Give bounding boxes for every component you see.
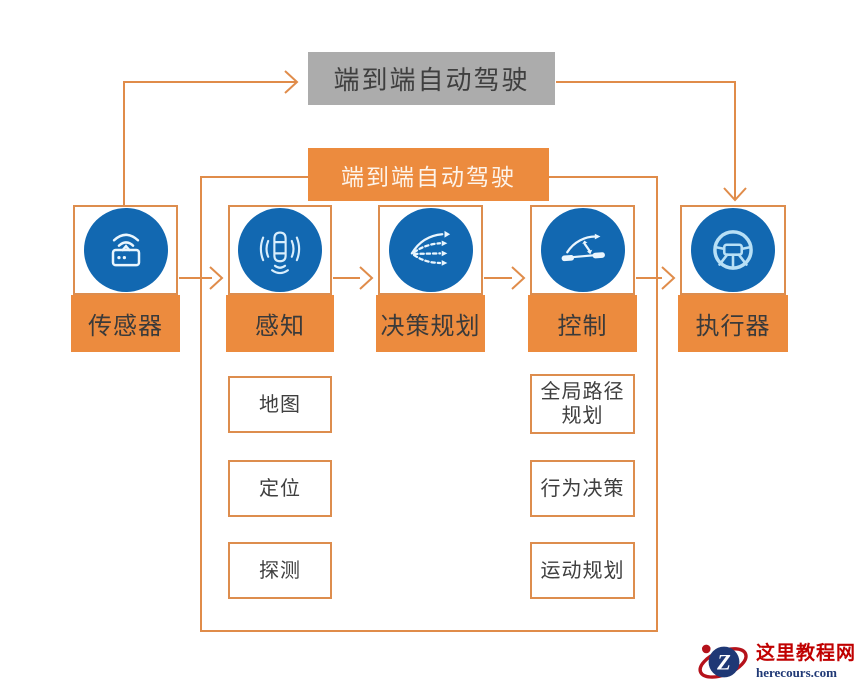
stage-label-control: 控制 [528,295,637,352]
actuator-icon-frame [680,205,786,295]
sensor-to-title-connector [123,81,297,206]
title-to-actuator-connector [556,81,736,199]
end-to-end-banner-orange: 端到端自动驾驶 [308,148,549,201]
logo-emblem-icon: Z [698,644,748,679]
pipeline-stage-control: 控制 [528,205,637,352]
control-module-motion: 运动规划 [530,542,635,599]
perception-module-detection: 探测 [228,542,332,599]
perception-icon-frame [228,205,332,295]
pipeline-stage-sensor: 传感器 [71,205,180,352]
car-radar-icon [238,208,322,292]
perception-module-localization: 定位 [228,460,332,517]
steering-wheel-icon [691,208,775,292]
sensor-signal-icon [83,208,168,292]
stage-label-actuator: 执行器 [678,295,788,352]
stage-label-planning: 决策规划 [376,295,485,352]
pipeline-stage-planning: 决策规划 [376,205,485,352]
sensor-icon-frame [73,205,178,295]
planning-icon-frame [378,205,483,295]
arrowhead-right-icon [511,266,526,290]
pipeline-stage-actuator: 执行器 [678,205,788,352]
arrowhead-right-icon [284,70,299,94]
control-module-global-path: 全局路径规划 [530,374,635,434]
branching-arrows-icon [388,208,473,292]
perception-module-map: 地图 [228,376,332,433]
lane-control-icon [540,208,625,292]
stage-label-sensor: 传感器 [71,295,180,352]
control-icon-frame [530,205,635,295]
arrowhead-down-icon [723,187,747,202]
control-module-behavior: 行为决策 [530,460,635,517]
logo-site-name: 这里教程网 [756,642,857,664]
arrowhead-right-icon [661,266,676,290]
end-to-end-title-gray: 端到端自动驾驶 [308,52,555,105]
stage-label-perception: 感知 [226,295,334,352]
logo-monogram: Z [716,649,731,674]
site-logo: Z 这里教程网 herecours.com [696,636,858,687]
arrowhead-right-icon [209,266,224,290]
logo-site-url: herecours.com [756,664,837,680]
pipeline-stage-perception: 感知 [226,205,334,352]
arrowhead-right-icon [359,266,374,290]
